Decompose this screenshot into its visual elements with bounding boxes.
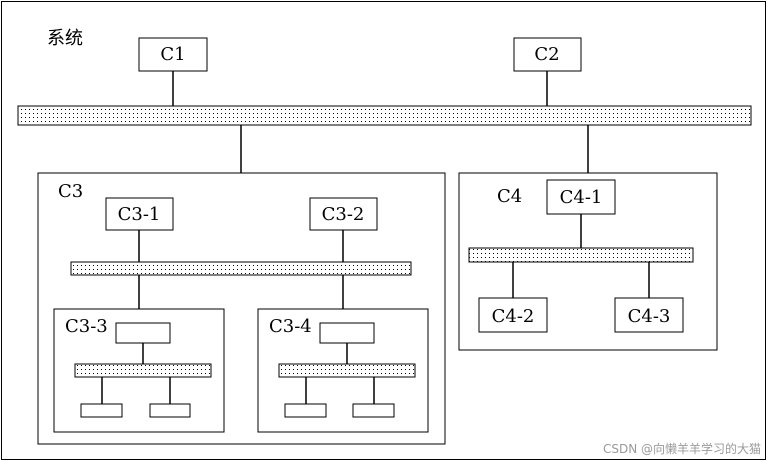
node-c4-1-label: C4-1 <box>560 187 603 208</box>
c3-3-left-box <box>80 403 123 418</box>
subsystem-c3-3-label: C3-3 <box>65 316 108 337</box>
node-c4-3-box <box>614 297 684 333</box>
node-c2-label: C2 <box>534 44 559 65</box>
node-c4-2-box <box>478 297 548 333</box>
node-c4-3-label: C4-3 <box>628 306 671 327</box>
node-c3-2-box <box>309 197 378 231</box>
c3-3-bus <box>74 363 212 378</box>
node-c3-1-label: C3-1 <box>118 204 161 225</box>
node-c1-label: C1 <box>160 44 185 65</box>
node-c4-2-label: C4-2 <box>492 306 535 327</box>
subsystem-c4-label: C4 <box>497 186 522 207</box>
c3-4-left-box <box>284 403 327 418</box>
system-label: 系统 <box>47 28 83 49</box>
subsystem-c3-4-label: C3-4 <box>269 316 312 337</box>
main-bus <box>17 105 752 126</box>
node-c2-box <box>513 37 582 72</box>
c3-4-right-box <box>352 403 395 418</box>
c3-4-top-box <box>319 322 375 344</box>
watermark: CSDN @向懒羊羊学习的大猫 <box>603 441 761 456</box>
subsystem-c3-label: C3 <box>58 181 83 202</box>
node-c3-1-box <box>105 197 174 231</box>
node-c4-1-box <box>546 179 616 215</box>
c3-3-top-box <box>115 322 171 344</box>
c4-bus <box>468 247 694 263</box>
node-c3-2-label: C3-2 <box>322 204 365 225</box>
c3-3-right-box <box>149 403 191 418</box>
c3-4-bus <box>278 363 416 378</box>
c3-bus <box>70 261 412 276</box>
